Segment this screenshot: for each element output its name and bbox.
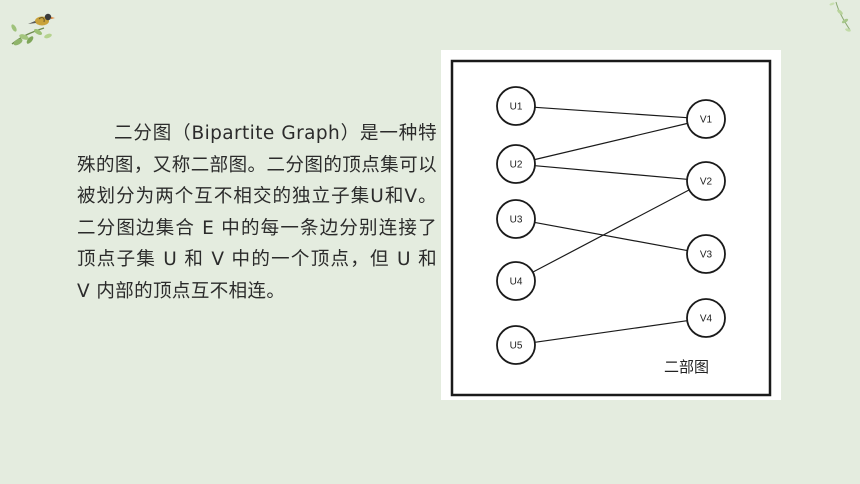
node-label: V4: [700, 314, 713, 325]
node-label: V2: [700, 177, 713, 188]
edge-u5-v4: [534, 320, 688, 343]
node-circle: [496, 144, 536, 184]
description-paragraph: 二分图（Bipartite Graph）是一种特殊的图，又称二部图。二分图的顶点…: [77, 123, 437, 302]
node-circle: [496, 325, 536, 365]
node-label: V3: [700, 250, 713, 261]
node-v3: V3: [686, 234, 726, 274]
edge-u4-v2: [532, 189, 690, 273]
node-label: U4: [510, 277, 523, 288]
node-label: V1: [700, 115, 713, 126]
node-circle: [686, 234, 726, 274]
node-u3: U3: [496, 199, 536, 239]
node-label: U3: [510, 215, 523, 226]
node-circle: [496, 86, 536, 126]
node-circle: [686, 99, 726, 139]
leaf-sprig-icon: [829, 1, 851, 32]
node-label: U5: [510, 341, 523, 352]
node-u5: U5: [496, 325, 536, 365]
bird-on-branch-icon: [11, 13, 55, 46]
node-circle: [686, 161, 726, 201]
node-circle: [496, 261, 536, 301]
edges-group: [532, 106, 690, 343]
node-u2: U2: [496, 144, 536, 184]
edge-u2-v2: [534, 165, 688, 180]
node-u1: U1: [496, 86, 536, 126]
node-circle: [496, 199, 536, 239]
edge-u3-v3: [534, 221, 688, 252]
node-v2: V2: [686, 161, 726, 201]
node-circle: [686, 298, 726, 338]
diagram-caption: 二部图: [664, 358, 709, 376]
edge-u2-v1: [534, 122, 688, 161]
node-label: U1: [510, 102, 523, 113]
edge-u1-v1: [534, 106, 688, 119]
node-label: U2: [510, 160, 523, 171]
node-u4: U4: [496, 261, 536, 301]
node-v4: V4: [686, 298, 726, 338]
node-v1: V1: [686, 99, 726, 139]
